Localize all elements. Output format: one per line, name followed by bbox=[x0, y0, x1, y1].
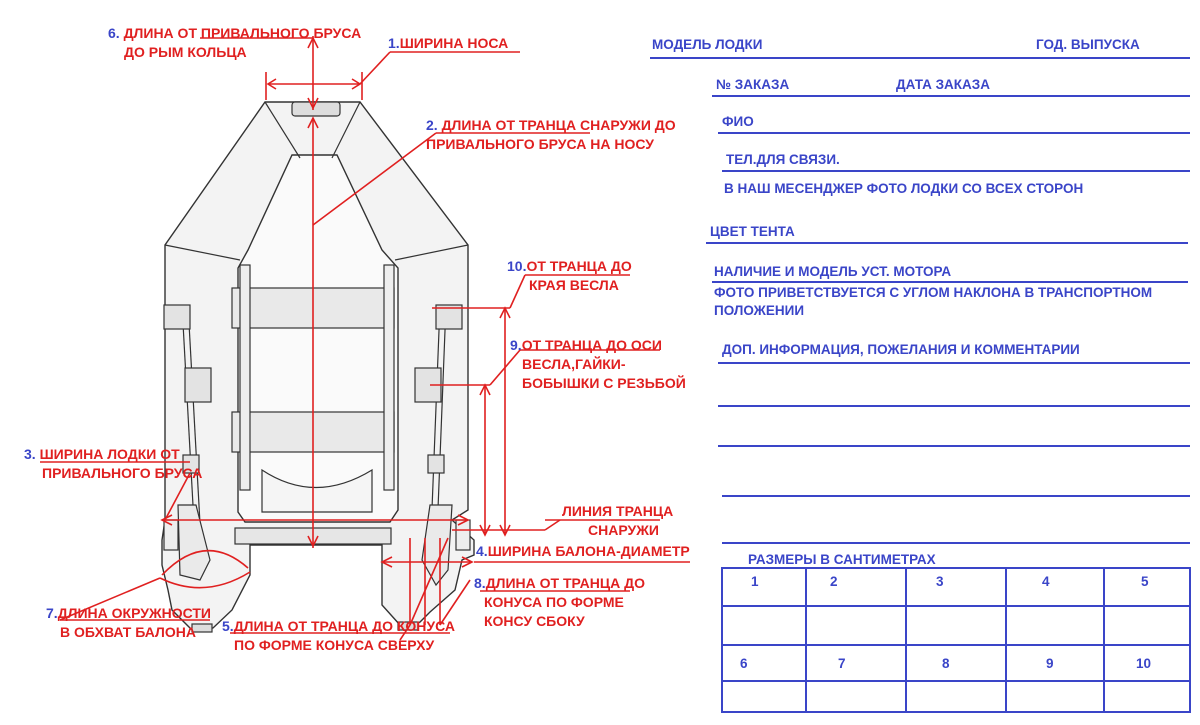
label-oar-axis: 9.ОТ ТРАНЦА ДО ОСИ ВЕСЛА,ГАЙКИ- БОБЫШКИ … bbox=[510, 337, 686, 391]
size-cell-3[interactable]: 3 bbox=[936, 574, 944, 589]
label-length-to-ring: 6. ДЛИНА ОТ ПРИВАЛЬНОГО БРУСА ДО РЫМ КОЛ… bbox=[108, 25, 362, 60]
extra-info-line-5[interactable] bbox=[722, 542, 1190, 544]
label-length-to-cone-side: 8.ДЛИНА ОТ ТРАНЦА ДО КОНУСА ПО ФОРМЕ КОН… bbox=[474, 575, 645, 629]
size-cell-4[interactable]: 4 bbox=[1042, 574, 1050, 589]
extra-info-line-3[interactable] bbox=[718, 445, 1190, 447]
order-field[interactable] bbox=[712, 95, 1190, 97]
extra-info-line-2[interactable] bbox=[718, 405, 1190, 407]
label-boat-width: 3. ШИРИНА ЛОДКИ ОТ ПРИВАЛЬНОГО БРУСА bbox=[24, 446, 203, 481]
phone-field[interactable] bbox=[722, 170, 1190, 172]
year-label: ГОД. ВЫПУСКА bbox=[1036, 37, 1140, 52]
motor-photo-note-2: ПОЛОЖЕНИИ bbox=[714, 303, 805, 318]
size-cell-10[interactable]: 10 bbox=[1136, 656, 1152, 671]
measurement-lines bbox=[40, 36, 690, 641]
label-nose-width: 1.ШИРИНА НОСА bbox=[388, 35, 509, 51]
size-cell-5[interactable]: 5 bbox=[1141, 574, 1149, 589]
tent-color-field[interactable] bbox=[706, 242, 1188, 244]
label-transom-line: ЛИНИЯ ТРАНЦА СНАРУЖИ bbox=[562, 503, 674, 538]
fio-label: ФИО bbox=[722, 114, 754, 129]
label-length-to-cone-top: 5.ДЛИНА ОТ ТРАНЦА ДО КОНУСА ПО ФОРМЕ КОН… bbox=[222, 618, 455, 653]
label-tube-diameter: 4.ШИРИНА БАЛОНА-ДИАМЕТР bbox=[476, 543, 690, 559]
extra-info-line-1[interactable] bbox=[718, 362, 1190, 364]
motor-field[interactable] bbox=[712, 281, 1188, 283]
label-tube-circumference: 7.ДЛИНА ОКРУЖНОСТИ В ОБХВАТ БАЛОНА bbox=[46, 605, 211, 640]
motor-label: НАЛИЧИЕ И МОДЕЛЬ УСТ. МОТОРА bbox=[714, 264, 952, 279]
size-cell-9[interactable]: 9 bbox=[1046, 656, 1054, 671]
fio-field[interactable] bbox=[718, 132, 1190, 134]
sizes-title: РАЗМЕРЫ В САНТИМЕТРАХ bbox=[748, 552, 936, 567]
size-cell-1[interactable]: 1 bbox=[751, 574, 759, 589]
size-cell-6[interactable]: 6 bbox=[740, 656, 748, 671]
label-oar-edge: 10.ОТ ТРАНЦА ДО КРАЯ ВЕСЛА bbox=[507, 258, 632, 293]
size-cell-7[interactable]: 7 bbox=[838, 656, 846, 671]
motor-photo-note-1: ФОТО ПРИВЕТСТВУЕТСЯ С УГЛОМ НАКЛОНА В ТР… bbox=[714, 285, 1153, 300]
extra-info-label: ДОП. ИНФОРМАЦИЯ, ПОЖЕЛАНИЯ И КОММЕНТАРИИ bbox=[722, 342, 1080, 357]
order-number-label: № ЗАКАЗА bbox=[716, 77, 790, 92]
label-length-transom-to-bow: 2. ДЛИНА ОТ ТРАНЦА СНАРУЖИ ДО ПРИВАЛЬНОГ… bbox=[426, 117, 676, 152]
photo-note: В НАШ МЕСЕНДЖЕР ФОТО ЛОДКИ СО ВСЕХ СТОРО… bbox=[724, 181, 1084, 196]
size-cell-2[interactable]: 2 bbox=[830, 574, 838, 589]
size-cell-8[interactable]: 8 bbox=[942, 656, 950, 671]
extra-info-line-4[interactable] bbox=[722, 495, 1190, 497]
phone-label: ТЕЛ.ДЛЯ СВЯЗИ. bbox=[726, 152, 840, 167]
boat-model-field[interactable] bbox=[650, 57, 1190, 59]
boat-model-label: МОДЕЛЬ ЛОДКИ bbox=[652, 37, 763, 52]
tent-color-label: ЦВЕТ ТЕНТА bbox=[710, 224, 795, 239]
order-date-label: ДАТА ЗАКАЗА bbox=[896, 77, 990, 92]
